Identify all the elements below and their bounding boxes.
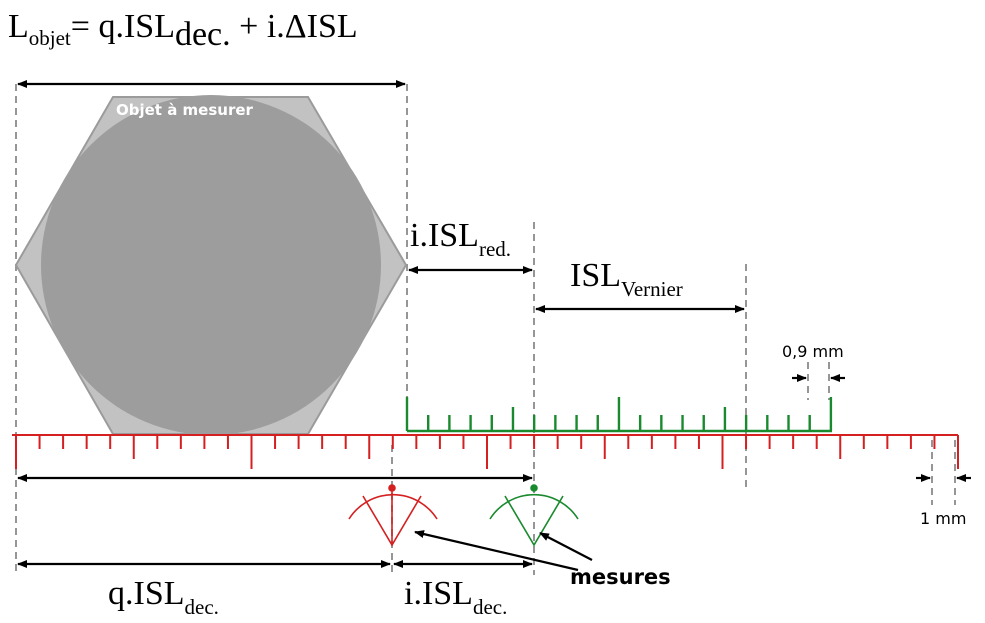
mesures-pointer-arrows <box>414 530 593 572</box>
object-to-measure: Objet à mesurer <box>14 95 408 435</box>
formula-rest: = q.ISL <box>71 8 175 45</box>
vernier-spacing-label: 0,9 mm <box>782 342 844 361</box>
q-isl-dec-label: q.ISLdec. <box>108 575 219 619</box>
main-scale <box>12 434 959 469</box>
vernier-scale <box>405 397 833 433</box>
formula-tail: + i.ΔISL <box>231 8 358 45</box>
object-label: Objet à mesurer <box>116 101 254 119</box>
green-pointer <box>489 484 579 547</box>
spacing-arrows <box>792 374 971 482</box>
i-isl-red-label: i.ISLred. <box>410 217 511 261</box>
i-isl-dec-label: i.ISLdec. <box>404 575 507 619</box>
formula-sub2: dec. <box>175 16 231 53</box>
dimension-arrows <box>17 80 745 568</box>
mesures-label: mesures <box>570 565 671 589</box>
red-pointer <box>348 484 438 547</box>
main-spacing-label: 1 mm <box>920 509 966 528</box>
object-inner-circle <box>41 95 381 435</box>
formula: Lobjet= q.ISLdec. + i.ΔISL <box>8 8 358 53</box>
isl-vernier-label: ISLVernier <box>570 257 683 301</box>
formula-sub: objet <box>29 26 71 50</box>
formula-base: L <box>8 8 29 45</box>
